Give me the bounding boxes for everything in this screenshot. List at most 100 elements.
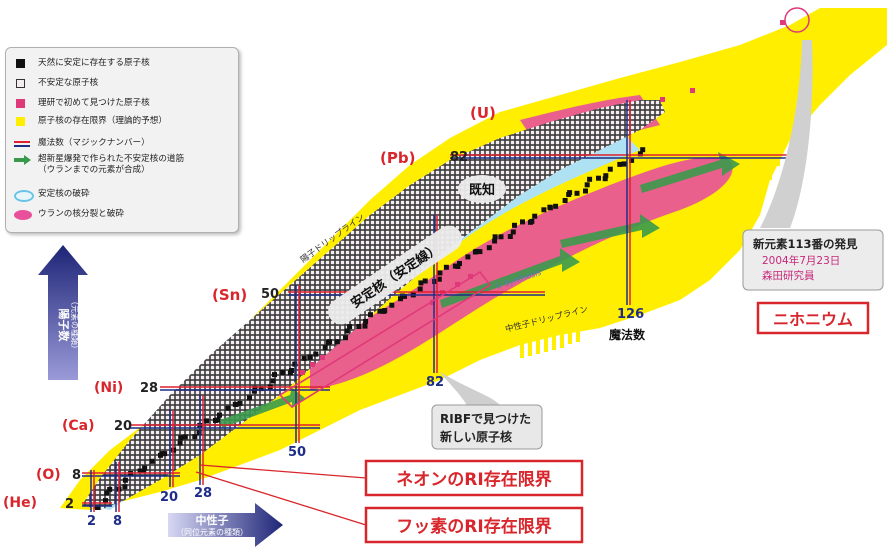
stable-nucleus [363,318,369,324]
stable-nucleus [247,395,252,401]
stable-nucleus [473,248,479,254]
highlight-outline [278,270,492,409]
stable-nucleus [107,486,113,492]
stable-nucleus [251,388,257,394]
nihonium-label: ニホニウム [773,310,853,329]
known-bubble [458,175,506,203]
stable-nucleus [347,324,353,330]
neutron-magic-8: 8 [113,514,122,529]
stable-nucleus [583,188,588,194]
proton-magic-2: 2 [65,497,74,512]
stable-nucleus [362,323,368,329]
stable-nucleus [417,286,423,292]
proton-axis-sub: （元素の種類） [70,297,80,353]
neutron-magic-126: 126 [617,307,644,322]
ribf-line1: RIBFで見つけた [440,411,531,426]
stable-nucleus [327,339,333,345]
stable-nucleus [334,339,340,345]
neutron-axis-label: 中性子 [196,513,229,527]
stable-nucleus [529,218,535,224]
stable-nucleus [437,270,443,276]
stable-nucleus [498,234,504,240]
stable-nucleus [520,219,525,225]
fluorine-leader [195,471,367,526]
ribf-pointer [440,372,500,412]
stable-nucleus [177,440,183,446]
nihonium-box [756,301,870,335]
stable-nucleus [436,276,442,282]
stable-nucleus [204,418,210,424]
fission-swatch [14,210,32,220]
stable-nucleus [422,278,428,284]
path-swatch [14,155,31,165]
neon-leader [199,464,367,479]
stable-nucleus [443,264,449,270]
legend-panel: 天然に安定に存在する原子核 不安定な原子核 理研で初めて見つけた原子核 原子核の… [5,47,239,233]
stable-nucleus [587,176,593,182]
stable-nucleus [629,157,635,163]
known-label: 既知 [469,182,495,198]
proton-axis-arrow: 陽子数 （元素の種類） [38,245,88,380]
stable-nucleus [382,308,388,313]
stable-nucleus [233,402,239,407]
stable-nucleus [196,430,202,435]
stable-nucleus [477,249,483,255]
neutron-magic-28: 28 [194,486,212,501]
stable-nucleus [398,296,403,302]
stable-nucleus [553,203,559,209]
stable-nucleus [162,451,168,457]
stable-nucleus [541,207,547,213]
label-o: (O) [36,467,61,483]
stable-nucleus [602,176,608,182]
stable-nucleus [512,222,517,228]
stable-nucleus [322,344,328,350]
stable-nucleus [301,355,307,361]
stable-nucleus [237,400,243,406]
label-sn: (Sn) [212,286,247,304]
supernova-path-arrows [220,152,740,428]
stable-nucleus [622,161,628,167]
stable-nucleus [225,405,231,411]
stable-nuclei-line [95,147,646,510]
stable-nucleus [486,245,492,251]
element113-callout [742,229,884,291]
label-he: (He) [3,495,37,511]
stable-swatch [16,59,25,68]
stable-nucleus [215,417,221,423]
stable-nucleus [368,312,373,318]
stable-nucleus [344,328,350,334]
proton-axis-label: 陽子数 [57,309,71,343]
ribf-line2: 新しい原子核 [440,429,512,444]
stable-nucleus [217,412,222,418]
stable-nucleus [510,229,516,235]
label-ni: (Ni) [94,380,123,396]
stable-nucleus [307,354,313,360]
stable-nucleus [584,182,590,188]
element113-pointer [760,40,813,228]
stable-nucleus [182,434,188,440]
stable-nucleus [418,280,424,286]
stable-nucleus [258,386,264,392]
stable-nucleus [603,173,609,179]
stable-nucleus [95,505,100,510]
stable-nucleus [289,368,294,373]
stable-nucleus [562,198,568,203]
neutron-magic-2: 2 [87,514,96,529]
fluorine-limit-box [364,506,584,544]
stable-nucleus [270,378,276,384]
stable-nucleus [574,190,580,196]
neutron-magic-lines [90,100,631,512]
label-pb: (Pb) [380,149,415,167]
stable-nucleus [532,213,538,219]
magic-number-label: 魔法数 [609,327,646,342]
stable-nucleus [178,435,184,441]
stable-nucleus [547,205,553,211]
stable-nucleus [465,254,471,260]
magic-swatch-blue [14,145,30,147]
neutron-magic-82: 82 [426,375,444,390]
fluorine-limit-label: フッ素のRI存在限界 [396,516,551,537]
proton-magic-82: 82 [450,150,468,165]
stable-nucleus [272,372,277,378]
proton-magic-8: 8 [72,468,81,483]
